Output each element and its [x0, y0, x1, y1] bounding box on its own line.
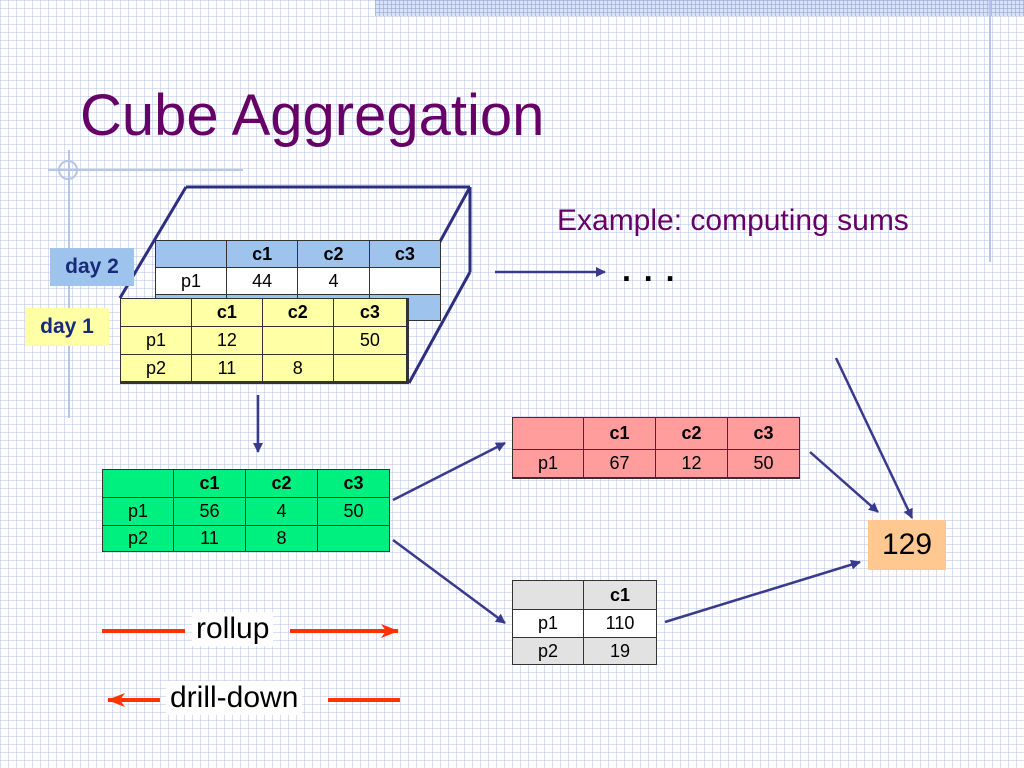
cell: 11	[173, 525, 246, 552]
day1-table: c1 c2 c3 p1 12 50 p2 11 8	[120, 298, 409, 384]
col-header: c3	[332, 298, 409, 327]
cell: 4	[297, 267, 370, 295]
cell: 50	[317, 497, 390, 526]
arrow-icon	[392, 538, 506, 625]
sum-over-days-table: c1 c2 c3 p1 56 4 50 p2 11 8	[102, 469, 390, 552]
corner-cell	[102, 469, 174, 498]
cell	[368, 267, 442, 295]
cell	[332, 354, 409, 383]
subtitle: Example: computing sums	[557, 204, 909, 237]
row-header: p1	[155, 267, 227, 295]
arrow-icon	[664, 559, 861, 624]
row-header: p2	[120, 354, 192, 383]
corner-cell	[512, 417, 584, 450]
cell: 8	[245, 525, 318, 552]
row-header: p1	[102, 497, 174, 526]
arrow-icon	[834, 357, 914, 519]
col-header: c1	[583, 417, 656, 450]
cell: 110	[583, 609, 657, 638]
col-header: c1	[225, 240, 299, 268]
cell	[261, 326, 334, 355]
page-title: Cube Aggregation	[80, 83, 545, 148]
row-header: p1	[120, 326, 192, 355]
cell: 8	[261, 354, 334, 383]
decor-horizontal-line	[48, 169, 243, 171]
cell: 4	[245, 497, 318, 526]
arrow-icon	[809, 451, 879, 513]
row-header: p1	[512, 449, 584, 478]
grand-total: 129	[868, 520, 946, 570]
cell	[317, 525, 390, 552]
cell: 11	[191, 354, 263, 383]
rollup-label: rollup	[192, 612, 274, 646]
corner-cell	[120, 298, 192, 327]
cell: 56	[173, 497, 246, 526]
cell: 12	[191, 326, 263, 355]
col-header: c3	[727, 417, 800, 450]
arrow-icon	[392, 441, 506, 502]
row-header: p1	[512, 609, 584, 638]
col-header: c1	[191, 298, 263, 327]
decor-right-line	[989, 0, 991, 262]
cell: 50	[727, 449, 800, 478]
sum-over-products-table: c1 c2 c3 p1 67 12 50	[512, 417, 800, 479]
cell: 44	[225, 267, 299, 295]
col-header: c2	[655, 417, 728, 450]
drilldown-label: drill-down	[166, 681, 303, 715]
cell: 19	[583, 637, 657, 665]
col-header: c3	[317, 469, 390, 498]
col-header: c1	[583, 580, 657, 610]
corner-cell	[155, 240, 227, 268]
row-header: p2	[102, 525, 174, 552]
day2-label: day 2	[50, 248, 134, 286]
ellipsis: . . .	[622, 252, 677, 288]
col-header: c1	[173, 469, 246, 498]
sum-over-columns-table: c1 p1 110 p2 19	[512, 580, 657, 665]
col-header: c3	[368, 240, 442, 268]
cell: 12	[655, 449, 728, 478]
col-header: c2	[297, 240, 370, 268]
row-header: p2	[512, 637, 584, 665]
cell: 67	[583, 449, 656, 478]
col-header: c2	[261, 298, 334, 327]
day1-label: day 1	[25, 308, 109, 346]
top-band	[375, 0, 1024, 16]
